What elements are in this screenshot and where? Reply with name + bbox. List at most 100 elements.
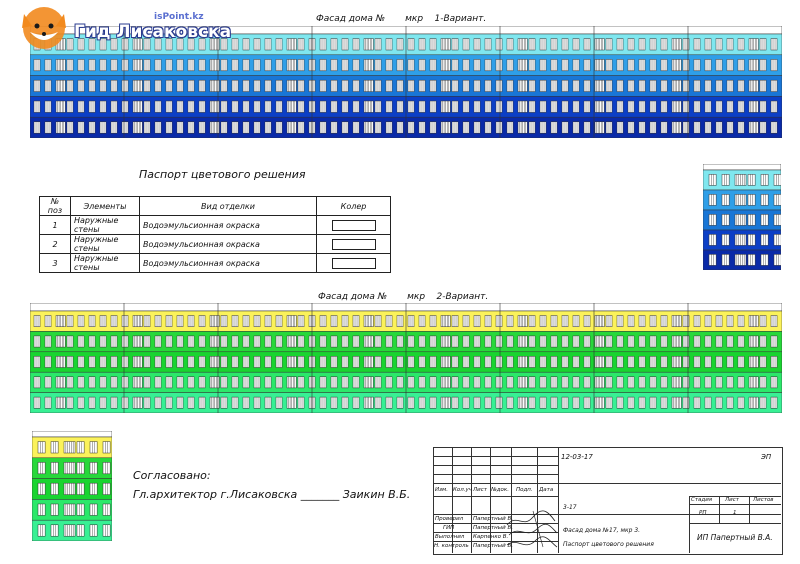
window — [561, 315, 569, 327]
tb-signer-name: Папертный В. — [473, 516, 513, 522]
window — [99, 121, 107, 134]
window — [88, 38, 96, 51]
window — [176, 79, 184, 92]
window — [385, 38, 393, 51]
window — [297, 79, 305, 92]
window — [50, 524, 59, 537]
window — [76, 462, 85, 475]
window — [721, 194, 730, 206]
window — [451, 79, 459, 92]
window — [374, 335, 382, 348]
window — [704, 335, 712, 348]
window — [187, 335, 195, 348]
window — [759, 121, 767, 134]
approval-label: Согласовано: — [133, 469, 211, 482]
color-swatch — [331, 219, 376, 231]
window — [275, 396, 283, 409]
window — [154, 38, 162, 51]
window — [660, 376, 668, 389]
window — [253, 396, 261, 409]
window — [44, 59, 52, 72]
window — [102, 482, 111, 495]
window — [407, 396, 415, 409]
window — [737, 100, 745, 113]
window — [693, 396, 701, 409]
facade1-caption-variant: 1-Вариант. — [434, 14, 487, 24]
window — [231, 121, 239, 134]
window — [385, 79, 393, 92]
window — [693, 59, 701, 72]
window — [44, 79, 52, 92]
window — [616, 356, 624, 368]
window — [165, 396, 173, 409]
window — [759, 38, 767, 51]
window — [484, 335, 492, 348]
window — [44, 121, 52, 134]
window — [407, 376, 415, 389]
window — [682, 356, 690, 368]
window — [726, 396, 734, 409]
window — [616, 396, 624, 409]
tb-sheet-header: Лист — [725, 497, 739, 503]
window — [319, 335, 327, 348]
window — [66, 315, 74, 327]
window — [275, 335, 283, 348]
window — [374, 121, 382, 134]
window — [539, 396, 547, 409]
window — [484, 376, 492, 389]
window — [352, 79, 360, 92]
window — [154, 121, 162, 134]
passport-row: 1 Наружные стены Водоэмульсионная окраск… — [39, 215, 391, 235]
window — [704, 121, 712, 134]
window — [330, 376, 338, 389]
window — [506, 100, 514, 113]
window — [561, 100, 569, 113]
window — [660, 396, 668, 409]
window — [770, 79, 778, 92]
window — [660, 315, 668, 327]
window — [198, 121, 206, 134]
window — [77, 38, 85, 51]
window — [352, 396, 360, 409]
window — [253, 335, 261, 348]
passport-finish: Водоэмульсионная окраска — [139, 253, 317, 273]
window — [462, 38, 470, 51]
window — [451, 376, 459, 389]
window — [484, 356, 492, 368]
window — [660, 59, 668, 72]
window — [143, 59, 151, 72]
window — [484, 121, 492, 134]
window — [583, 376, 591, 389]
window — [264, 100, 272, 113]
window — [44, 376, 52, 389]
window — [726, 376, 734, 389]
window — [187, 38, 195, 51]
window — [77, 79, 85, 92]
window — [66, 121, 74, 134]
window — [33, 121, 41, 134]
window — [385, 335, 393, 348]
window — [572, 79, 580, 92]
window — [99, 100, 107, 113]
window — [704, 79, 712, 92]
window — [627, 335, 635, 348]
window — [693, 376, 701, 389]
window — [747, 254, 756, 266]
window — [550, 100, 558, 113]
window — [759, 335, 767, 348]
window — [77, 335, 85, 348]
window — [473, 315, 481, 327]
window — [341, 315, 349, 327]
window — [154, 376, 162, 389]
window — [682, 335, 690, 348]
window — [495, 38, 503, 51]
window — [407, 100, 415, 113]
window — [176, 396, 184, 409]
window — [50, 441, 59, 454]
window — [143, 396, 151, 409]
parapet — [703, 164, 781, 171]
window — [88, 376, 96, 389]
window — [451, 356, 459, 368]
window — [121, 79, 129, 92]
window — [638, 59, 646, 72]
